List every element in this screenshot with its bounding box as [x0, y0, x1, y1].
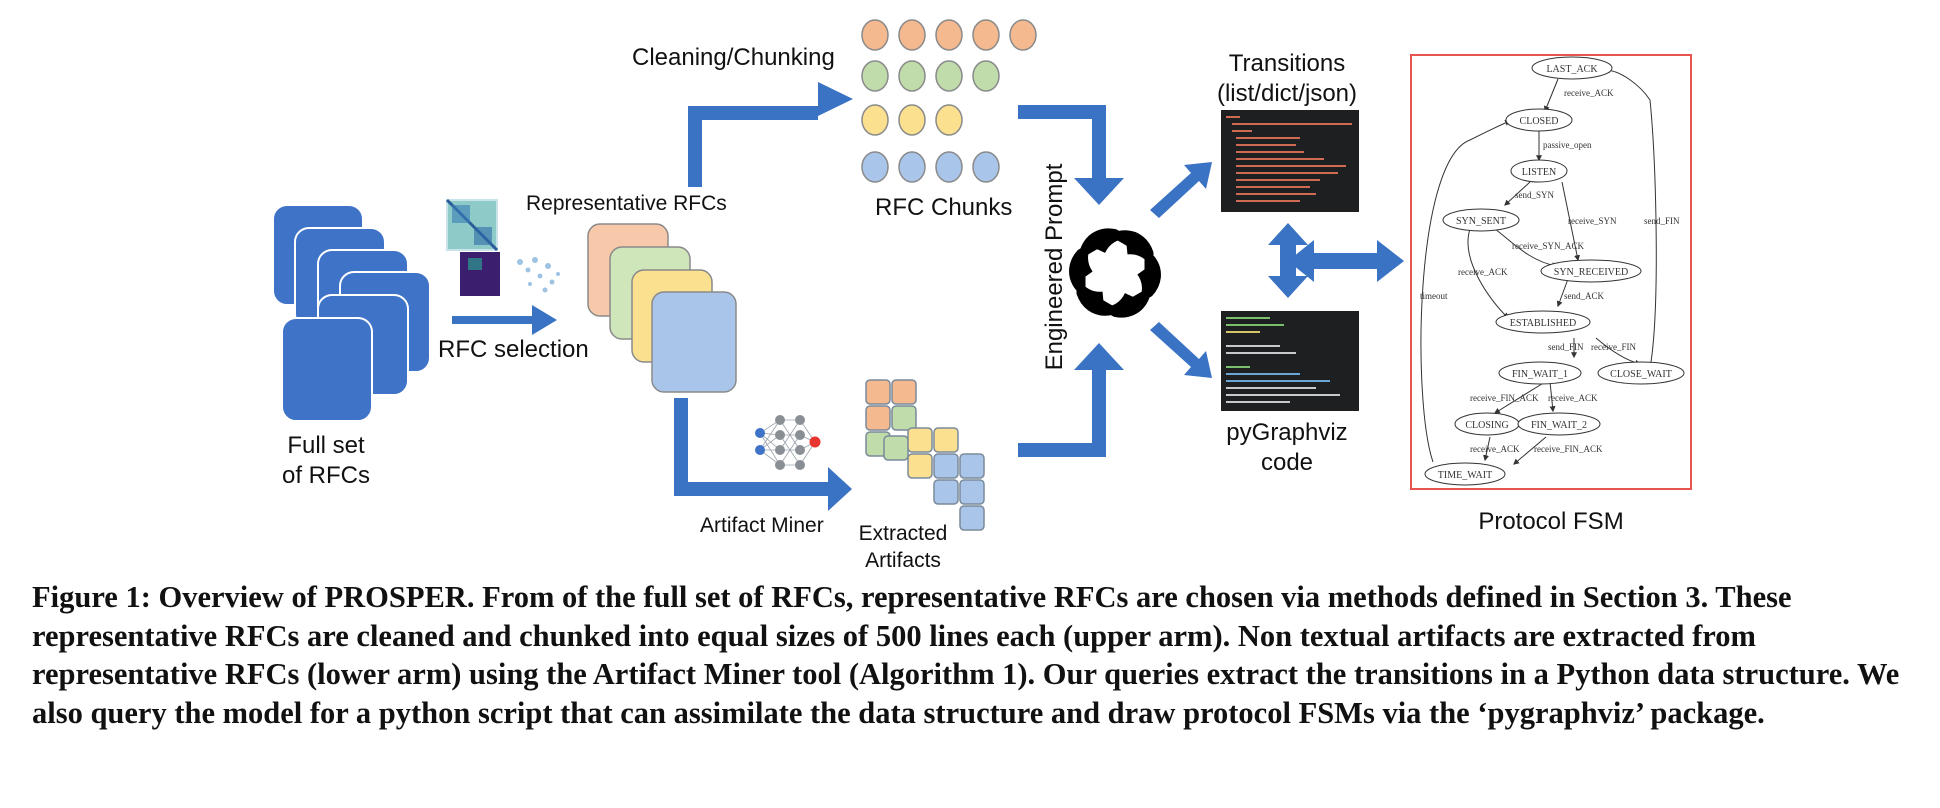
extracted-artifacts-icon: [865, 379, 985, 531]
fsm-node-label: FIN_WAIT_2: [1531, 420, 1587, 431]
fsm-node-label: FIN_WAIT_1: [1512, 369, 1568, 380]
bidirectional-horizontal-arrow: [1288, 240, 1404, 282]
fsm-node: [1540, 259, 1642, 283]
protocol-fsm-label: Protocol FSM: [1478, 508, 1623, 535]
fsm-edge-label: send_ACK: [1564, 291, 1604, 301]
fsm-node: [1495, 310, 1591, 334]
fsm-edge-label: receive_ACK: [1548, 393, 1598, 403]
fsm-node: [1498, 361, 1582, 385]
fsm-edge-label: receive_FIN: [1591, 342, 1636, 352]
fsm-edge-label: receive_SYN_ACK: [1512, 241, 1584, 251]
llm-to-transitions-arrow: [1150, 162, 1212, 218]
extracted-artifacts-label-1: Extracted: [859, 522, 948, 545]
bidirectional-vertical-arrow: [1268, 223, 1308, 298]
full-set-label-1: Full set: [287, 432, 365, 459]
fsm-node: [1510, 159, 1568, 183]
rfc-chunks-label: RFC Chunks: [875, 194, 1012, 221]
artifact-miner-label: Artifact Miner: [700, 514, 824, 537]
fsm-edge-label: receive_FIN_ACK: [1470, 393, 1539, 403]
rfc-chunks-icon: [861, 19, 1037, 183]
fsm-node: [1442, 208, 1520, 232]
transitions-label-2: (list/dict/json): [1217, 80, 1357, 107]
fsm-node: [1505, 108, 1573, 132]
fsm-node-label: SYN_RECEIVED: [1554, 267, 1628, 278]
fsm-node-label: TIME_WAIT: [1438, 470, 1492, 481]
fsm-node: [1531, 56, 1613, 80]
fsm-edge-label: receive_ACK: [1470, 444, 1520, 454]
llm-to-code-arrow: [1150, 322, 1212, 378]
fsm-edge-label: receive_ACK: [1458, 267, 1508, 277]
artifacts-to-prompt-arrow: [1018, 343, 1124, 457]
artifact-miner-arrow: [674, 398, 852, 511]
fsm-node-label: CLOSED: [1520, 116, 1559, 127]
fsm-edge-label: send_FIN: [1644, 216, 1680, 226]
extracted-artifacts-label-2: Artifacts: [865, 549, 941, 570]
transitions-code-thumbnail: [1221, 110, 1359, 212]
fsm-edge-label: passive_open: [1543, 140, 1592, 150]
fsm-node-label: LISTEN: [1522, 167, 1556, 178]
fsm-edge-labels: receive_ACK passive_open send_SYN receiv…: [1420, 88, 1680, 454]
fsm-edge-label: send_FIN: [1548, 342, 1584, 352]
full-rfc-set-icon: [272, 204, 431, 422]
cleaning-chunking-label: Cleaning/Chunking: [632, 44, 835, 71]
pygraphviz-label-2: code: [1261, 449, 1313, 476]
chunks-to-prompt-arrow: [1018, 105, 1124, 205]
figure-caption: Figure 1: Overview of PROSPER. From of t…: [32, 580, 1900, 730]
representative-rfcs-label: Representative RFCs: [526, 192, 727, 215]
rfc-selection-label: RFC selection: [438, 336, 589, 363]
fsm-node: [1424, 462, 1506, 486]
fsm-node: [1597, 361, 1685, 385]
rfc-selection-arrow: [452, 305, 557, 335]
prosper-overview-diagram: Full set of RFCs RFC selection Represent…: [272, 19, 1692, 570]
scatter-plot-icon: [517, 257, 560, 293]
llm-logo-icon: [1065, 224, 1165, 321]
fsm-node-label: CLOSE_WAIT: [1610, 369, 1672, 380]
cleaning-arrow: [674, 82, 853, 187]
fsm-edge-label: receive_FIN_ACK: [1534, 444, 1603, 454]
fsm-node-label: SYN_SENT: [1456, 216, 1506, 227]
fsm-edge-label: timeout: [1420, 291, 1448, 301]
fsm-edge-label: receive_ACK: [1564, 88, 1614, 98]
fsm-node-labels: LAST_ACK CLOSED LISTEN SYN_SENT SYN_RECE…: [1438, 64, 1672, 481]
transitions-label-1: Transitions: [1229, 50, 1345, 77]
fsm-node: [1517, 412, 1601, 436]
fsm-node-label: ESTABLISHED: [1510, 318, 1576, 329]
representative-rfcs-icon: [587, 223, 737, 393]
fsm-node-label: LAST_ACK: [1546, 64, 1598, 75]
fsm-node-label: CLOSING: [1465, 420, 1508, 431]
pygraphviz-label-1: pyGraphviz: [1226, 419, 1347, 446]
pygraphviz-code-thumbnail: [1221, 311, 1359, 411]
neural-network-icon: [755, 415, 821, 470]
full-set-label-2: of RFCs: [282, 462, 370, 489]
fsm-edge-label: receive_SYN: [1568, 216, 1617, 226]
fsm-edges: [1420, 67, 1657, 465]
correlation-heatmap-icon: [445, 198, 500, 296]
fsm-nodes: [1424, 56, 1685, 486]
fsm-edge-label: send_SYN: [1515, 190, 1555, 200]
engineered-prompt-label: Engineered Prompt: [1041, 163, 1068, 370]
